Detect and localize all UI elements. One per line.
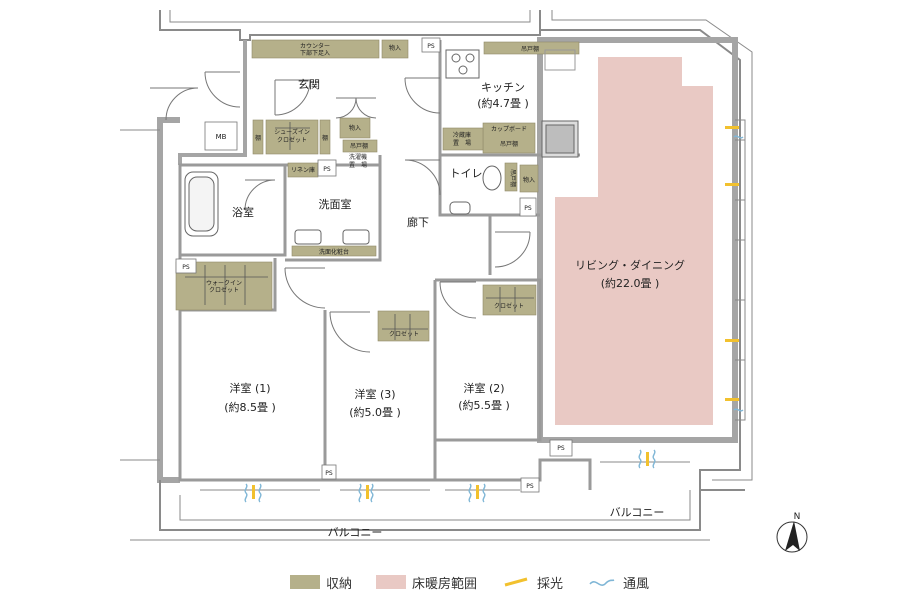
walkin-label: ウォークイン [206,279,242,287]
linen-label: リネン庫 [291,166,315,174]
legend-storage: 収納 [290,573,352,592]
legend-storage-swatch [290,575,320,589]
walkin-sub-label: クロゼット [209,286,239,294]
closet-doors [185,122,534,340]
monoire-label-1: 物入 [389,44,401,52]
counter-label: カウンター [300,42,330,50]
legend-floor-heating: 床暖房範囲 [376,573,477,592]
kitchen-cabinet-label: 吊戸棚 [521,45,539,53]
shoes-closet-sub-label: クロゼット [277,136,307,144]
legend-wind-label: 通風 [623,576,650,592]
ps-label-1: PS [427,43,435,50]
fridge-label: 冷蔵庫 [453,131,471,139]
ps-label-3: PS [524,205,532,212]
monoire-label-3: 物入 [523,176,535,184]
legend-floor-heating-label: 床暖房範囲 [412,576,478,592]
vanity-label: 洗面化粧台 [319,248,349,256]
wash-cabinet-label: 吊戸棚 [350,142,368,150]
ps-label-2: PS [323,166,331,173]
ps-label-4: PS [182,264,190,271]
kitchen-size: (約4.7畳 ) [477,96,529,110]
compass: N [776,512,808,553]
light-markers [252,126,739,499]
ps-label-6: PS [526,483,534,490]
fridge-sub-label: 置 場 [453,139,471,147]
washbasin-right [342,229,370,245]
shoes-closet-label: シューズイン [274,128,310,136]
washer-label: 洗濯機 [349,153,367,161]
balcony-label-left: バルコニー [328,526,383,539]
wash-room-label: 洗面室 [319,197,352,211]
room2-label: 洋室 (2) [463,381,504,395]
corridor-label: 廊下 [407,215,429,229]
legend-storage-label: 収納 [326,576,353,592]
toilet-fixture [482,165,502,191]
mb-label: MB [216,133,227,141]
balcony-label-right: バルコニー [610,506,665,519]
room1-size: (約8.5畳 ) [224,400,276,414]
legend-light: 採光 [501,573,563,592]
wind-icon [589,579,615,586]
toilet-label: トイレ [450,167,483,180]
compass-north-label: N [794,512,801,522]
legend-light-label: 採光 [537,576,564,592]
toilet-cabinet-label: 吊戸棚 [509,169,517,187]
shelf-label-1: 棚 [255,134,261,142]
wind-markers [244,135,744,503]
living-dining-size: (約22.0畳 ) [601,276,660,290]
counter-sub-label: 下部下足入 [300,49,330,57]
ps-boxes [175,37,573,493]
legend-wind: 通風 [587,573,649,592]
ps-label-5: PS [325,470,333,477]
bath-label: 浴室 [232,205,254,219]
ps-label-7: PS [557,445,565,452]
cupboard-cabinet-label: 吊戸棚 [500,140,518,148]
closet-label-room3: クロゼット [389,330,419,338]
floor-heating-area [555,57,713,425]
kitchen-label: キッチン [481,81,525,94]
fixtures [184,49,579,245]
monoire-label-2: 物入 [349,124,361,132]
room3-size: (約5.0畳 ) [349,405,401,419]
light-icon [504,577,528,587]
legend-floor-heating-swatch [376,575,407,589]
cupboard-label: カップボード [491,125,527,133]
genkan-label: 玄関 [298,77,320,91]
washbasin-left [294,229,322,245]
living-dining-label: リビング・ダイニング [575,258,685,272]
room2-size: (約5.5畳 ) [458,398,510,412]
legend: 収納 床暖房範囲 採光 通風 [290,572,663,592]
shelf-label-2: 棚 [322,134,328,142]
closet-label-room2: クロゼット [494,302,524,310]
washer-sub-label: 置 場 [349,161,367,169]
room3-label: 洋室 (3) [354,387,395,401]
storage-areas [175,39,580,342]
floor-plan: リビング・ダイニング (約22.0畳 ) キッチン (約4.7畳 ) 玄関 トイ… [120,10,808,553]
doors [150,71,531,353]
room1-label: 洋室 (1) [229,381,270,395]
